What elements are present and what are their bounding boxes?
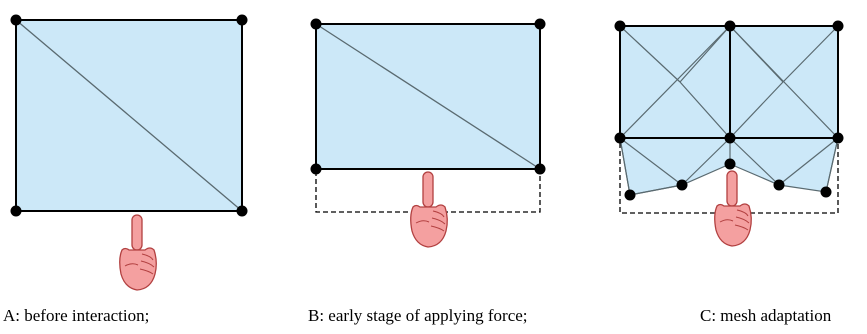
panel-a-diagonal	[15, 19, 243, 212]
node	[820, 186, 832, 198]
panel-b-nodes	[310, 18, 546, 175]
node	[724, 20, 736, 32]
caption-b: B: early stage of applying force;	[308, 306, 528, 325]
node	[236, 14, 248, 26]
node	[310, 18, 322, 30]
panel-c	[614, 20, 844, 247]
panel-c-lower-triangles	[619, 137, 839, 196]
pointing-finger-icon	[410, 171, 448, 248]
node	[614, 132, 626, 144]
caption-c: C: mesh adaptation	[700, 306, 832, 325]
node	[724, 158, 736, 170]
panel-b-diagonal	[315, 23, 541, 170]
node	[724, 132, 736, 144]
caption-a: A: before interaction;	[3, 306, 150, 325]
node	[310, 163, 322, 175]
node	[534, 18, 546, 30]
panel-c-nodes	[614, 20, 844, 201]
node	[236, 205, 248, 217]
panel-b	[310, 18, 546, 248]
panel-a-nodes	[10, 14, 248, 217]
panel-a	[10, 14, 248, 291]
node	[832, 20, 844, 32]
node	[534, 163, 546, 175]
node	[10, 14, 22, 26]
panel-c-upper-triangles	[619, 25, 839, 139]
node	[614, 20, 626, 32]
node	[832, 132, 844, 144]
node	[624, 189, 636, 201]
pointing-finger-icon	[714, 170, 752, 247]
node	[10, 205, 22, 217]
pointing-finger-icon	[119, 214, 157, 291]
node	[676, 179, 688, 191]
node	[773, 179, 785, 191]
